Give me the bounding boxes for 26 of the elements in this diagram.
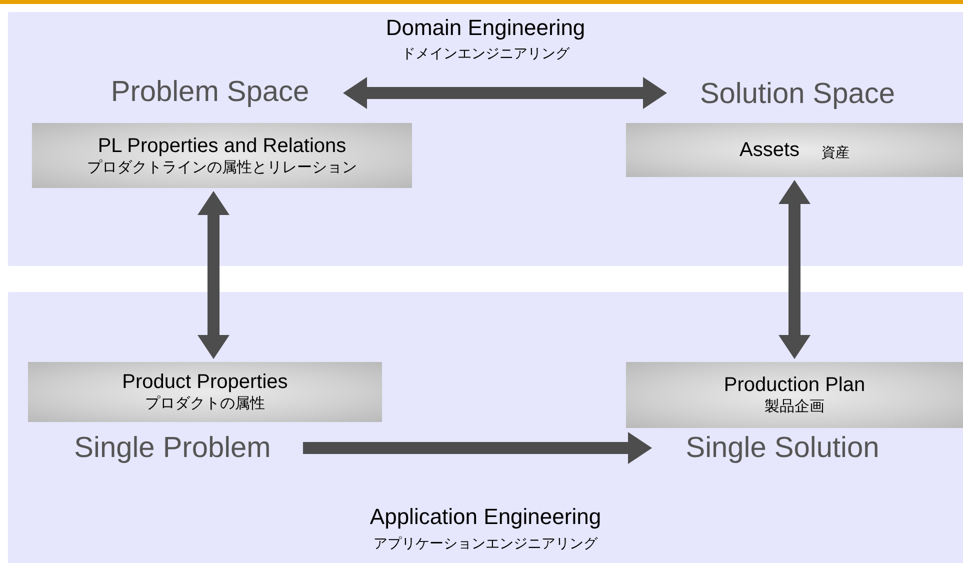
process-box <box>28 362 382 422</box>
section-band <box>8 12 963 266</box>
process-box <box>626 123 963 177</box>
space-label: Solution Space <box>670 74 925 114</box>
space-label: Problem Space <box>80 72 340 112</box>
box-title: Production Plan <box>724 374 866 397</box>
double-arrow <box>778 180 810 359</box>
box-subtitle: 製品企画 <box>764 397 824 416</box>
box-title: Product Properties <box>122 371 288 394</box>
section-band <box>8 292 963 563</box>
section-title: Domain Engineering <box>384 15 586 41</box>
section-title: Application Engineering <box>368 504 602 530</box>
process-box <box>32 123 412 188</box>
section-subtitle: ドメインエンジニアリング <box>400 45 571 63</box>
process-box <box>626 362 963 428</box>
box-subtitle: プロダクトの属性 <box>145 394 265 413</box>
double-arrow <box>303 432 652 464</box>
box-title: PL Properties and Relations <box>98 134 346 158</box>
double-arrow <box>343 77 667 109</box>
box-title: Assets <box>739 138 800 162</box>
box-subtitle: 資産 <box>822 144 850 162</box>
space-label: Single Problem <box>45 428 300 468</box>
double-arrow <box>198 191 230 359</box>
space-label: Single Solution <box>655 428 910 468</box>
box-subtitle: プロダクトラインの属性とリレーション <box>87 158 357 176</box>
section-subtitle: アプリケーションエンジニアリング <box>372 535 599 553</box>
